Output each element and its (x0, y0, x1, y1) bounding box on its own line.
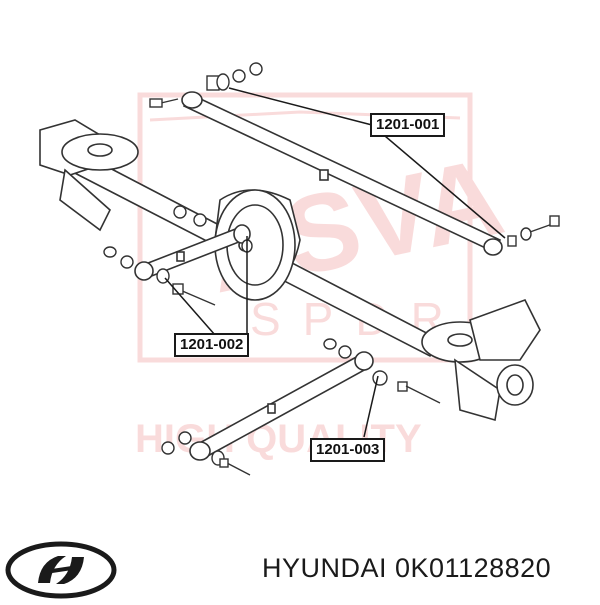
leader-lines (164, 87, 506, 438)
right-lower-arm-hardware (161, 338, 441, 476)
upper-trailing-arm (181, 91, 503, 256)
rear-axle-housing (39, 119, 541, 422)
watermark: ASVA SPDR HIGH QUALITY (135, 92, 513, 461)
callout-1201-002: 1201-002 (174, 333, 250, 357)
right-lower-arm (189, 351, 374, 461)
part-number-text: HYUNDAI 0K01128820 (262, 553, 552, 583)
callout-1201-001: 1201-001 (370, 113, 446, 137)
left-lower-arm (134, 224, 251, 281)
upper-arm-hardware (149, 62, 560, 247)
hyundai-logo-icon (5, 541, 117, 599)
callout-1201-003: 1201-003 (310, 438, 386, 462)
